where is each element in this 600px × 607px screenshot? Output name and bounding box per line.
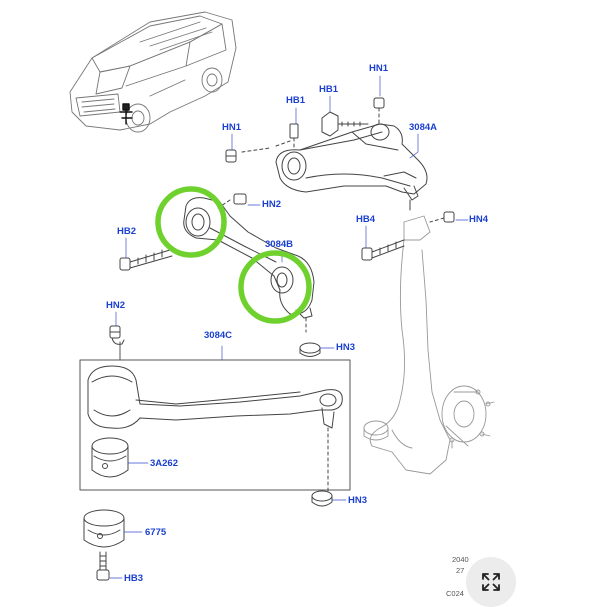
highlight-circle-rear-bushing xyxy=(238,250,312,324)
steering-knuckle xyxy=(363,215,495,475)
label-leaders xyxy=(109,75,469,579)
lower-rear-arm-box xyxy=(79,341,351,495)
label-hn3-lower: HN3 xyxy=(348,495,368,506)
label-6775: 6775 xyxy=(145,527,167,538)
label-3084a: 3084A xyxy=(409,122,437,133)
highlight-circles xyxy=(155,186,312,324)
label-hb4: HB4 xyxy=(356,214,376,225)
bushing-6775 xyxy=(83,509,125,548)
hn2-lower-nut xyxy=(109,325,125,345)
label-hn1-left: HN1 xyxy=(222,122,242,133)
footer-code-3: C024 xyxy=(446,589,464,598)
label-3084c: 3084C xyxy=(204,330,232,341)
label-hn2-lower: HN2 xyxy=(106,300,126,311)
label-hb3: HB3 xyxy=(124,573,144,584)
hb3-bolt xyxy=(96,551,110,581)
footer-code-2: 27 xyxy=(456,566,465,575)
label-hb2: HB2 xyxy=(117,226,137,237)
label-hn2-upper: HN2 xyxy=(262,199,282,210)
upper-control-arm xyxy=(275,123,428,211)
hn3-upper-nut xyxy=(299,342,321,357)
wheel-location-marker xyxy=(119,103,133,125)
knuckle-fasteners xyxy=(361,211,455,261)
label-hb1-left: HB1 xyxy=(286,95,306,106)
label-3a262: 3A262 xyxy=(150,458,178,469)
hn3-lower-nut xyxy=(311,490,333,507)
vehicle-thumbnail xyxy=(69,11,237,133)
hb2-bolt xyxy=(119,249,173,271)
label-hn3-upper: HN3 xyxy=(336,342,356,353)
highlight-circle-front-bushing xyxy=(155,186,227,258)
upper-arm-fasteners xyxy=(225,97,385,163)
label-hn4: HN4 xyxy=(469,214,489,225)
label-hn1-top: HN1 xyxy=(369,63,389,74)
expand-arrows-icon xyxy=(482,573,500,591)
expand-button[interactable] xyxy=(466,557,516,607)
label-hb1-right: HB1 xyxy=(319,84,339,95)
label-3084b: 3084B xyxy=(265,239,293,250)
footer-code-1: 2040 xyxy=(452,555,469,564)
